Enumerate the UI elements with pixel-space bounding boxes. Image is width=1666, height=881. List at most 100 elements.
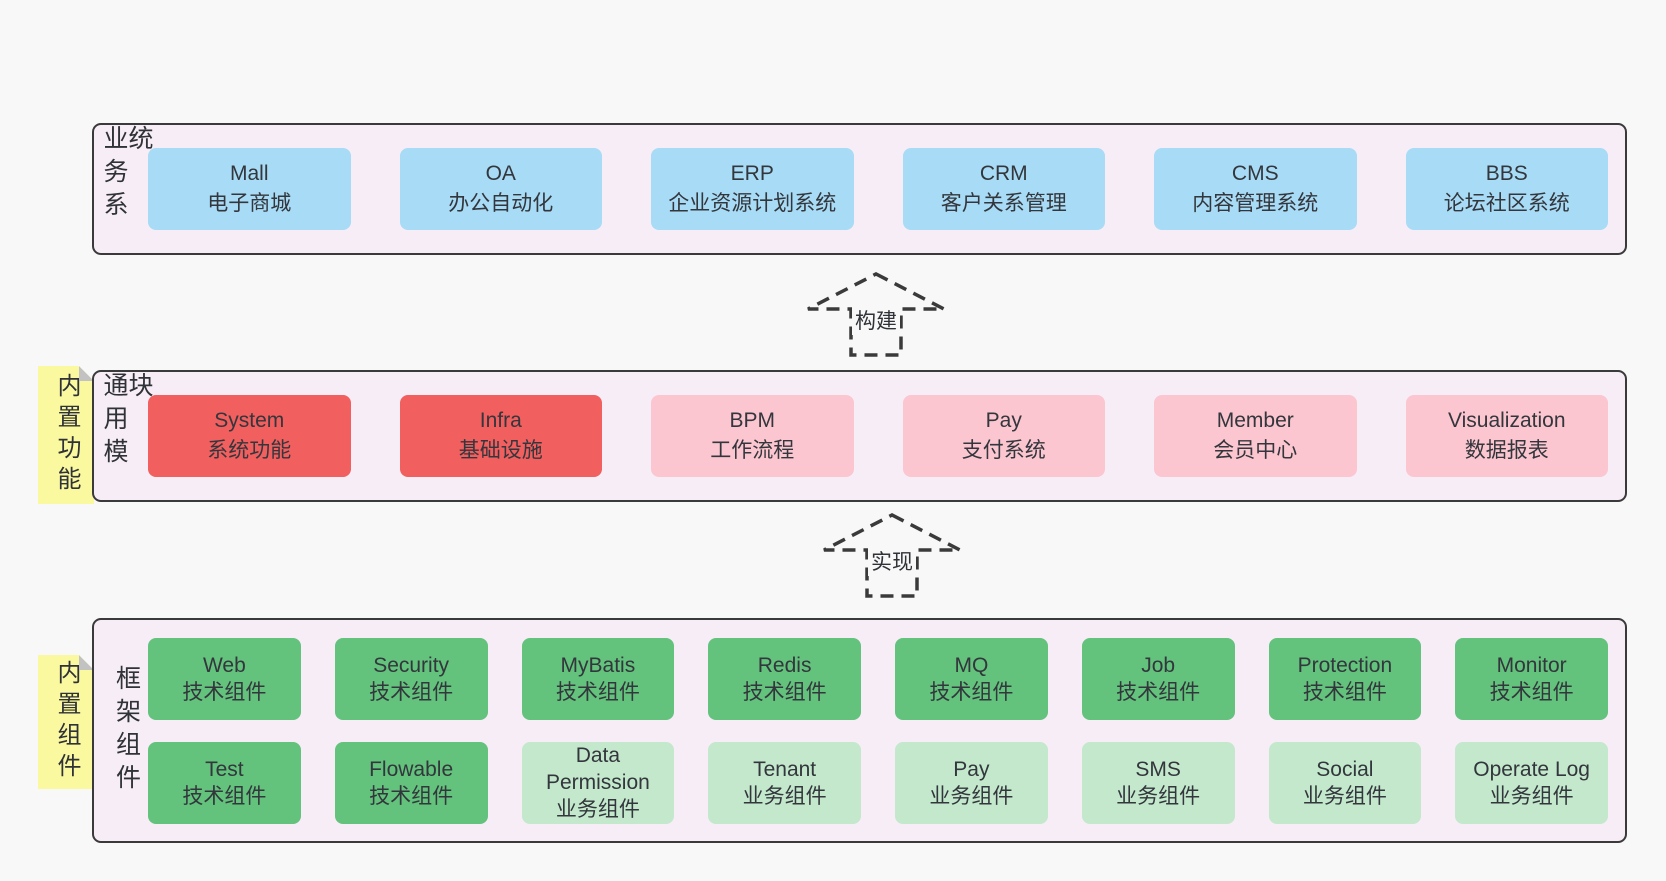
module-box-mybatis: MyBatis 技术组件: [521, 637, 675, 720]
module-desc: 技术组件: [369, 784, 454, 808]
module-box-mall: Mall 电子商城: [148, 148, 351, 230]
module-desc: 业务组件: [742, 784, 827, 808]
module-name: System: [214, 409, 285, 432]
module-name: MQ: [954, 653, 989, 677]
module-name: CMS: [1231, 162, 1279, 185]
module-box-security: Security 技术组件: [334, 637, 488, 720]
module-name: Infra: [479, 409, 522, 432]
module-name: Protection: [1297, 653, 1393, 677]
module-name: CRM: [979, 162, 1028, 185]
module-name: Security: [373, 653, 450, 677]
module-desc: 会员中心: [1213, 439, 1298, 462]
module-row: Mall 电子商城 OA 办公自动化 ERP 企业资源计划系统 CRM 客户关系管理 CMS 内容…: [148, 148, 1608, 230]
module-box-flowable: Flowable 技术组件: [334, 741, 488, 824]
module-name: MyBatis: [560, 653, 636, 677]
module-desc: 论坛社区系统: [1443, 192, 1570, 215]
module-box-data-permission: Data Permission 业务组件: [521, 741, 675, 824]
module-desc: 系统功能: [207, 439, 292, 462]
module-name: Data Permission: [545, 744, 650, 794]
implement-arrow-label: 实现: [868, 546, 916, 576]
module-name: Test: [205, 757, 244, 781]
module-name: Operate Log: [1473, 757, 1590, 781]
build-arrow: 构建: [805, 272, 947, 357]
module-name: ERP: [730, 162, 774, 185]
module-desc: 技术组件: [742, 680, 827, 704]
band-boxes-business-systems: Mall 电子商城 OA 办公自动化 ERP 企业资源计划系统 CRM 客户关系管理 CMS 内容…: [148, 148, 1608, 230]
band-label-business-systems: 业务系统: [100, 125, 153, 224]
module-name: Pay: [985, 409, 1022, 432]
module-box-visualization: Visualization 数据报表: [1405, 395, 1608, 477]
module-name: OA: [485, 162, 516, 185]
module-desc: 数据报表: [1464, 439, 1549, 462]
module-name: Mall: [229, 162, 269, 185]
module-box-crm: CRM 客户关系管理: [902, 148, 1105, 230]
module-name: Social: [1316, 757, 1374, 781]
sticky-note-builtin-features: 内置功能: [38, 366, 94, 504]
build-arrow-label: 构建: [852, 305, 900, 335]
module-box-member: Member 会员中心: [1154, 395, 1357, 477]
module-name: Web: [202, 653, 246, 677]
module-box-cms: CMS 内容管理系统: [1154, 148, 1357, 230]
module-desc: 客户关系管理: [940, 192, 1067, 215]
module-box-system: System 系统功能: [148, 395, 351, 477]
module-desc: 基础设施: [458, 439, 543, 462]
module-name: Member: [1216, 409, 1294, 432]
module-box-web: Web 技术组件: [148, 637, 301, 720]
module-desc: 业务组件: [555, 798, 640, 821]
module-desc: 支付系统: [961, 439, 1046, 462]
arrow-up-icon: [807, 272, 945, 357]
module-box-job: Job 技术组件: [1081, 637, 1235, 720]
module-desc: 技术组件: [182, 680, 267, 704]
module-box-social: Social 业务组件: [1268, 741, 1422, 824]
module-name: BBS: [1485, 162, 1528, 185]
module-name: Flowable: [369, 757, 454, 781]
module-box-pay: Pay 业务组件: [895, 741, 1048, 824]
module-box-pay: Pay 支付系统: [902, 395, 1105, 477]
module-desc: 企业资源计划系统: [668, 192, 837, 215]
module-name: Monitor: [1496, 653, 1567, 677]
band-label-common-modules: 通用模块: [100, 372, 153, 471]
module-name: Visualization: [1447, 409, 1566, 432]
module-desc: 内容管理系统: [1192, 192, 1319, 215]
module-desc: 业务组件: [929, 784, 1014, 808]
module-desc: 技术组件: [369, 680, 454, 704]
module-box-protection: Protection 技术组件: [1268, 637, 1422, 720]
module-desc: 技术组件: [555, 680, 640, 704]
module-box-erp: ERP 企业资源计划系统: [651, 148, 854, 230]
arrow-up-icon: [823, 513, 961, 598]
module-name: SMS: [1135, 757, 1181, 781]
module-desc: 技术组件: [929, 680, 1014, 704]
sticky-note-text: 内置功能: [53, 373, 80, 497]
module-name: Pay: [953, 757, 990, 781]
module-box-mq: MQ 技术组件: [895, 637, 1048, 720]
module-name: Job: [1141, 653, 1176, 677]
module-desc: 技术组件: [182, 784, 267, 808]
module-box-bbs: BBS 论坛社区系统: [1405, 148, 1608, 230]
module-box-infra: Infra 基础设施: [399, 395, 602, 477]
sticky-note-builtin-components: 内置组件: [38, 655, 94, 789]
module-desc: 业务组件: [1302, 784, 1387, 808]
implement-arrow: 实现: [821, 513, 963, 598]
module-desc: 电子商城: [207, 192, 292, 215]
module-desc: 技术组件: [1302, 680, 1387, 704]
module-desc: 办公自动化: [448, 192, 554, 215]
band-business-systems: 业务系统 Mall 电子商城 OA 办公自动化 ERP 企业资源计划系统 CRM 客户关系管理…: [92, 123, 1627, 255]
module-name: BPM: [729, 409, 775, 432]
sticky-note-text: 内置组件: [53, 660, 80, 784]
module-box-oa: OA 办公自动化: [399, 148, 602, 230]
module-desc: 技术组件: [1116, 680, 1201, 704]
band-label-framework-components: 框架组件: [112, 664, 141, 797]
